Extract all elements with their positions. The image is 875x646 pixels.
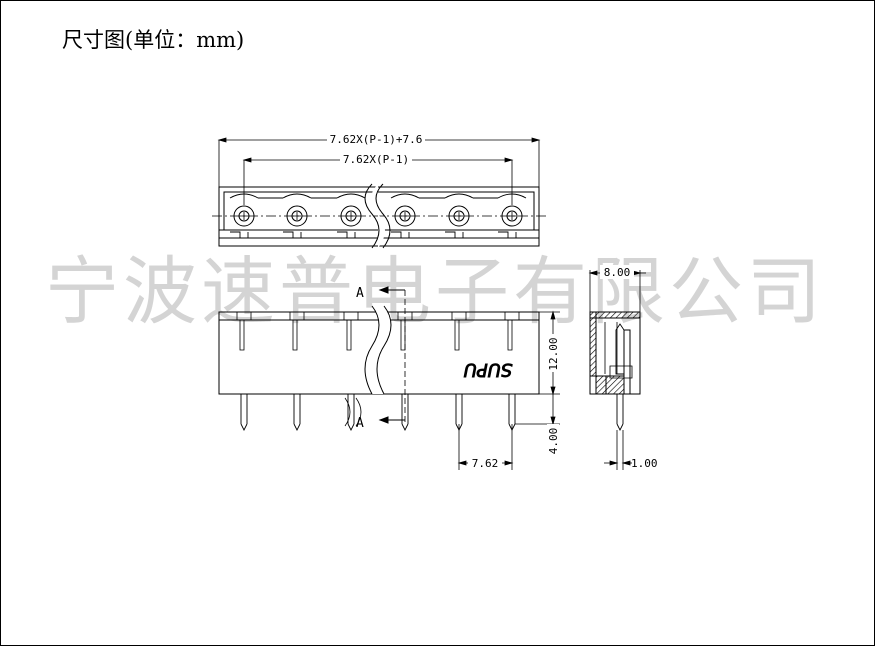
screw-hole bbox=[340, 205, 362, 227]
section-label-bottom: A bbox=[356, 416, 364, 431]
side-view bbox=[589, 311, 641, 432]
side-dimensions bbox=[588, 270, 646, 470]
screw-hole bbox=[501, 205, 523, 227]
screw-holes bbox=[233, 205, 523, 227]
brand-logo: SUPU bbox=[464, 359, 513, 380]
top-view bbox=[212, 183, 546, 249]
pins bbox=[240, 394, 516, 432]
pitch-label: 7.62 bbox=[472, 457, 499, 470]
top-dimensions bbox=[217, 137, 541, 205]
screw-hole bbox=[233, 205, 255, 227]
screw-hole bbox=[394, 205, 416, 227]
section-label-top: A bbox=[356, 286, 364, 301]
front-view bbox=[218, 286, 540, 432]
depth-label: 8.00 bbox=[604, 266, 631, 279]
overall-length-label: 7.62X(P-1)+7.6 bbox=[330, 133, 423, 146]
screw-hole bbox=[448, 205, 470, 227]
front-dimensions bbox=[457, 310, 560, 470]
company-watermark: 宁波速普电子有限公司 bbox=[45, 249, 825, 335]
pin-length-label: 4.00 bbox=[547, 428, 560, 455]
screw-hole bbox=[286, 205, 308, 227]
body-height-label: 12.00 bbox=[547, 337, 560, 370]
pitch-span-label: 7.62X(P-1) bbox=[343, 153, 409, 166]
page-title: 尺寸图(单位：mm) bbox=[62, 28, 245, 52]
pin-width-label: 1.00 bbox=[631, 457, 658, 470]
